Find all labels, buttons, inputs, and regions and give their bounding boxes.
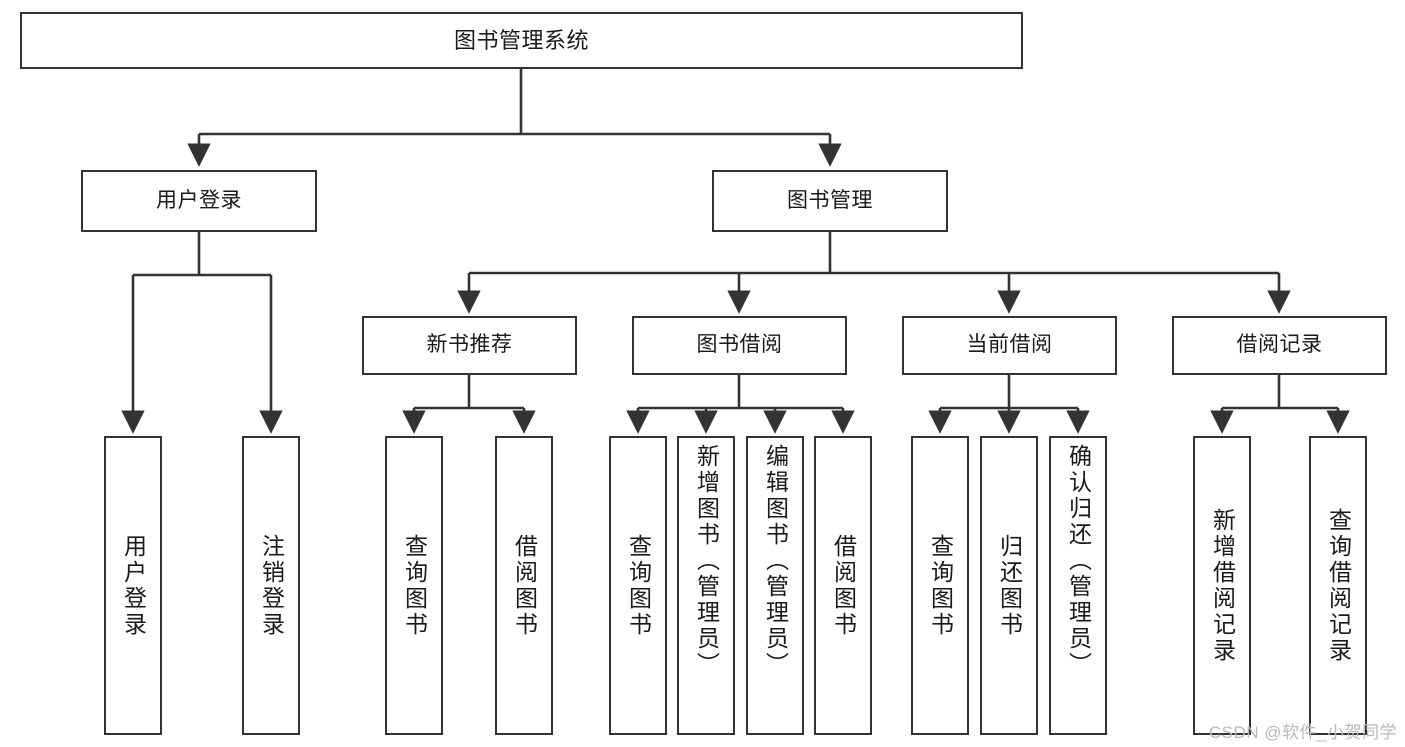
node-leaf-add-record[interactable]: 新增借阅记录 — [1193, 436, 1251, 735]
node-book-management-label: 图书管理 — [787, 188, 873, 212]
node-leaf-borrow-book-a-label: 借阅图书 — [511, 533, 538, 638]
node-leaf-user-login-label: 用户登录 — [120, 533, 147, 638]
node-leaf-query-book-b[interactable]: 查询图书 — [609, 436, 667, 735]
node-root[interactable]: 图书管理系统 — [20, 12, 1023, 69]
node-new-book-recommend[interactable]: 新书推荐 — [362, 316, 577, 375]
node-leaf-borrow-book-b-label: 借阅图书 — [830, 533, 857, 638]
node-leaf-query-book-c-label: 查询图书 — [927, 533, 954, 638]
node-user-login[interactable]: 用户登录 — [81, 170, 317, 232]
node-leaf-borrow-book-b[interactable]: 借阅图书 — [814, 436, 872, 735]
node-leaf-add-record-label: 新增借阅记录 — [1209, 507, 1236, 664]
node-current-borrow[interactable]: 当前借阅 — [902, 316, 1117, 375]
node-leaf-user-login[interactable]: 用户登录 — [104, 436, 162, 735]
node-user-login-label: 用户登录 — [156, 188, 242, 212]
node-book-borrow-label: 图书借阅 — [696, 333, 783, 357]
node-borrow-record-label: 借阅记录 — [1236, 333, 1323, 357]
node-leaf-add-book-label: 新增图书（管理员） — [693, 444, 720, 678]
node-leaf-logout-label: 注销登录 — [258, 533, 285, 638]
node-root-label: 图书管理系统 — [453, 27, 589, 53]
node-new-book-recommend-label: 新书推荐 — [426, 333, 513, 357]
node-leaf-confirm-return-label: 确认归还（管理员） — [1065, 444, 1092, 678]
node-leaf-query-book-a[interactable]: 查询图书 — [385, 436, 443, 735]
watermark: CSDN @软件_小贺同学 — [1208, 723, 1397, 742]
node-leaf-confirm-return[interactable]: 确认归还（管理员） — [1049, 436, 1107, 735]
node-book-management[interactable]: 图书管理 — [712, 170, 948, 232]
node-leaf-query-record-label: 查询借阅记录 — [1325, 507, 1352, 664]
node-borrow-record[interactable]: 借阅记录 — [1172, 316, 1387, 375]
node-leaf-return-book[interactable]: 归还图书 — [980, 436, 1038, 735]
node-leaf-add-book[interactable]: 新增图书（管理员） — [677, 436, 735, 735]
node-leaf-logout[interactable]: 注销登录 — [242, 436, 300, 735]
node-leaf-edit-book[interactable]: 编辑图书（管理员） — [746, 436, 804, 735]
node-current-borrow-label: 当前借阅 — [966, 333, 1053, 357]
node-leaf-query-book-b-label: 查询图书 — [625, 533, 652, 638]
node-leaf-edit-book-label: 编辑图书（管理员） — [762, 444, 789, 678]
node-book-borrow[interactable]: 图书借阅 — [632, 316, 847, 375]
node-leaf-return-book-label: 归还图书 — [996, 533, 1023, 638]
node-leaf-borrow-book-a[interactable]: 借阅图书 — [495, 436, 553, 735]
node-leaf-query-book-a-label: 查询图书 — [401, 533, 428, 638]
node-leaf-query-book-c[interactable]: 查询图书 — [911, 436, 969, 735]
node-leaf-query-record[interactable]: 查询借阅记录 — [1309, 436, 1367, 735]
